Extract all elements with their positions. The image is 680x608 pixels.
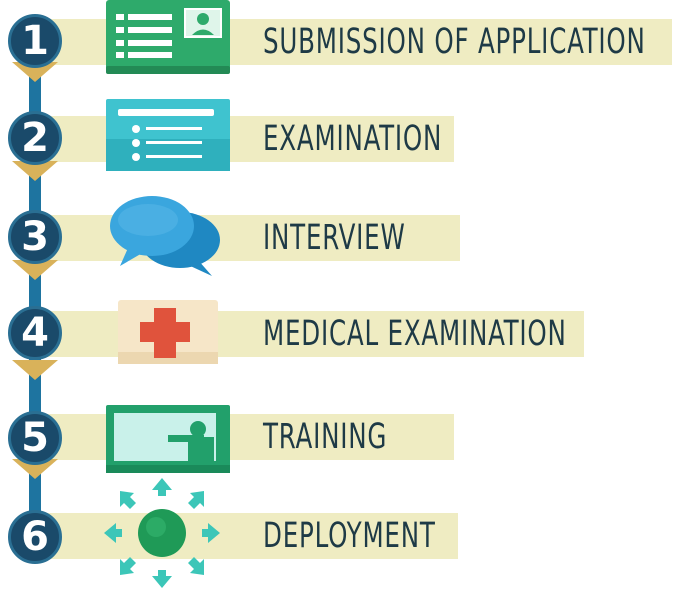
- step-label: EXAMINATION: [263, 119, 443, 159]
- step-label: MEDICAL EXAMINATION: [263, 314, 567, 354]
- down-triangle-icon: [12, 459, 58, 479]
- down-triangle-icon: [12, 260, 58, 280]
- medical-cross-icon: [118, 300, 218, 364]
- presentation-board-icon: [106, 405, 230, 473]
- step-label: SUBMISSION OF APPLICATION: [263, 22, 646, 62]
- step-number-badge: 1: [8, 14, 62, 68]
- down-triangle-icon: [12, 360, 58, 380]
- step-number-badge: 3: [8, 210, 62, 264]
- step-label: TRAINING: [263, 417, 388, 457]
- step-label: DEPLOYMENT: [263, 516, 436, 556]
- step-number-badge: 2: [8, 111, 62, 165]
- deployment-arrows-icon: [104, 478, 220, 588]
- step-2: 2 EXAMINATION: [0, 99, 680, 211]
- step-6: 6 DEPLOYMENT: [0, 478, 680, 608]
- step-4: 4 MEDICAL EXAMINATION: [0, 300, 680, 406]
- step-number-badge: 6: [8, 510, 62, 564]
- down-triangle-icon: [12, 161, 58, 181]
- step-3: 3 INTERVIEW: [0, 196, 680, 308]
- down-triangle-icon: [12, 62, 58, 82]
- step-label: INTERVIEW: [263, 218, 406, 258]
- step-number-badge: 5: [8, 411, 62, 465]
- speech-bubbles-icon: [110, 196, 220, 276]
- step-band: [40, 414, 454, 460]
- step-number-badge: 4: [8, 306, 62, 360]
- step-band: [40, 215, 460, 261]
- step-1: 1 SUBMISSION OF APPLICATION: [0, 0, 680, 114]
- step-5: 5 TRAINING: [0, 405, 680, 511]
- application-form-icon: [106, 0, 230, 74]
- exam-sheet-icon: [106, 99, 230, 171]
